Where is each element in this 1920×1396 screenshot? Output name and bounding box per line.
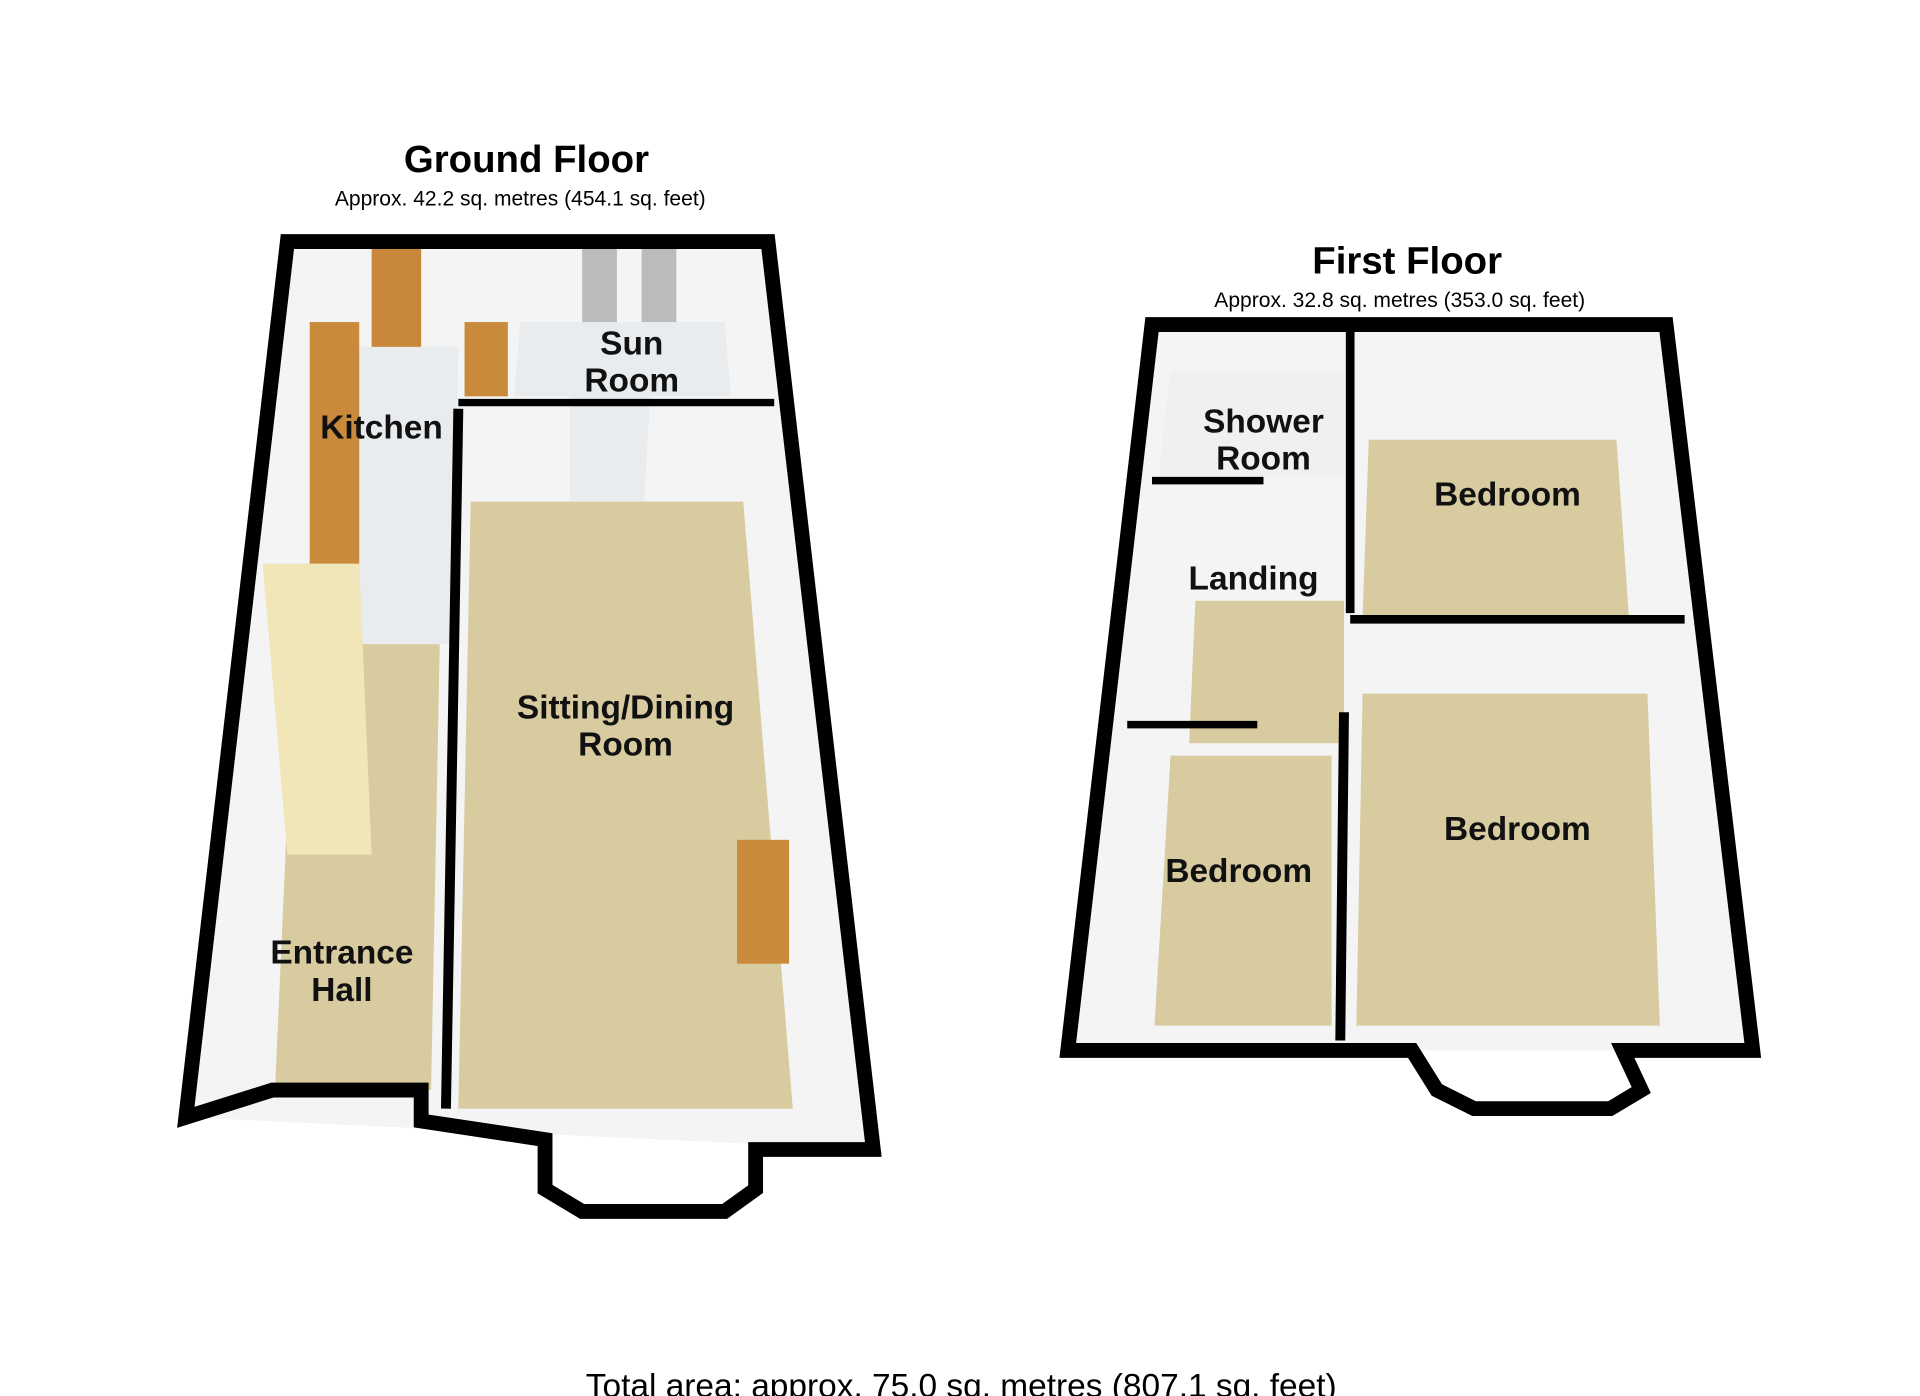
room-label-bedroom-front: Bedroom [1444, 811, 1591, 848]
room-label-entrance-hall-2: Hall [311, 972, 372, 1009]
ground-floor-walls [177, 234, 882, 1219]
ground-floor-title: Ground Floor [404, 138, 649, 181]
landing-floor [1189, 600, 1344, 744]
first-floor-walls [1059, 317, 1762, 1117]
front-bedroom-floor [1356, 693, 1660, 1026]
staircase [262, 563, 372, 855]
kitchen-worktop [309, 322, 360, 570]
kitchen-floor [353, 346, 459, 645]
sitting-room-floor [458, 501, 793, 1109]
shower-room-floor [1158, 371, 1344, 477]
room-label-sitting-dining: Sitting/Dining [517, 689, 734, 726]
ground-floor-plan [177, 234, 882, 1219]
room-label-sun-room-2: Room [584, 362, 679, 399]
sideboard [737, 839, 790, 964]
small-bedroom-floor [1154, 755, 1332, 1026]
interior-wall [1335, 712, 1349, 1041]
sun-room-floor [514, 322, 731, 397]
room-label-landing: Landing [1189, 561, 1319, 598]
first-floor-title: First Floor [1312, 240, 1502, 283]
first-floor-plan [1059, 317, 1762, 1117]
ground-floor-area: Approx. 42.2 sq. metres (454.1 sq. feet) [335, 188, 706, 211]
french-door-left [582, 235, 617, 323]
first-floor-area: Approx. 32.8 sq. metres (353.0 sq. feet) [1214, 289, 1585, 312]
interior-wall [440, 408, 464, 1109]
room-label-shower-room-2: Room [1216, 440, 1311, 477]
room-label-sun-room: Sun [600, 325, 663, 362]
back-door [371, 245, 422, 347]
total-area: Total area: approx. 75.0 sq. metres (807… [586, 1368, 1337, 1396]
rear-bedroom-floor [1362, 439, 1629, 617]
room-label-sitting-dining-2: Room [578, 727, 673, 764]
french-door-right [641, 235, 677, 323]
room-label-kitchen: Kitchen [320, 409, 443, 446]
kitchen-worktop-2 [464, 322, 508, 397]
room-label-shower-room: Shower [1203, 403, 1324, 440]
room-label-bedroom-rear: Bedroom [1434, 476, 1581, 513]
sun-room-passage [569, 396, 651, 502]
room-label-bedroom-small: Bedroom [1165, 853, 1312, 890]
room-label-entrance-hall: Entrance [270, 935, 413, 972]
